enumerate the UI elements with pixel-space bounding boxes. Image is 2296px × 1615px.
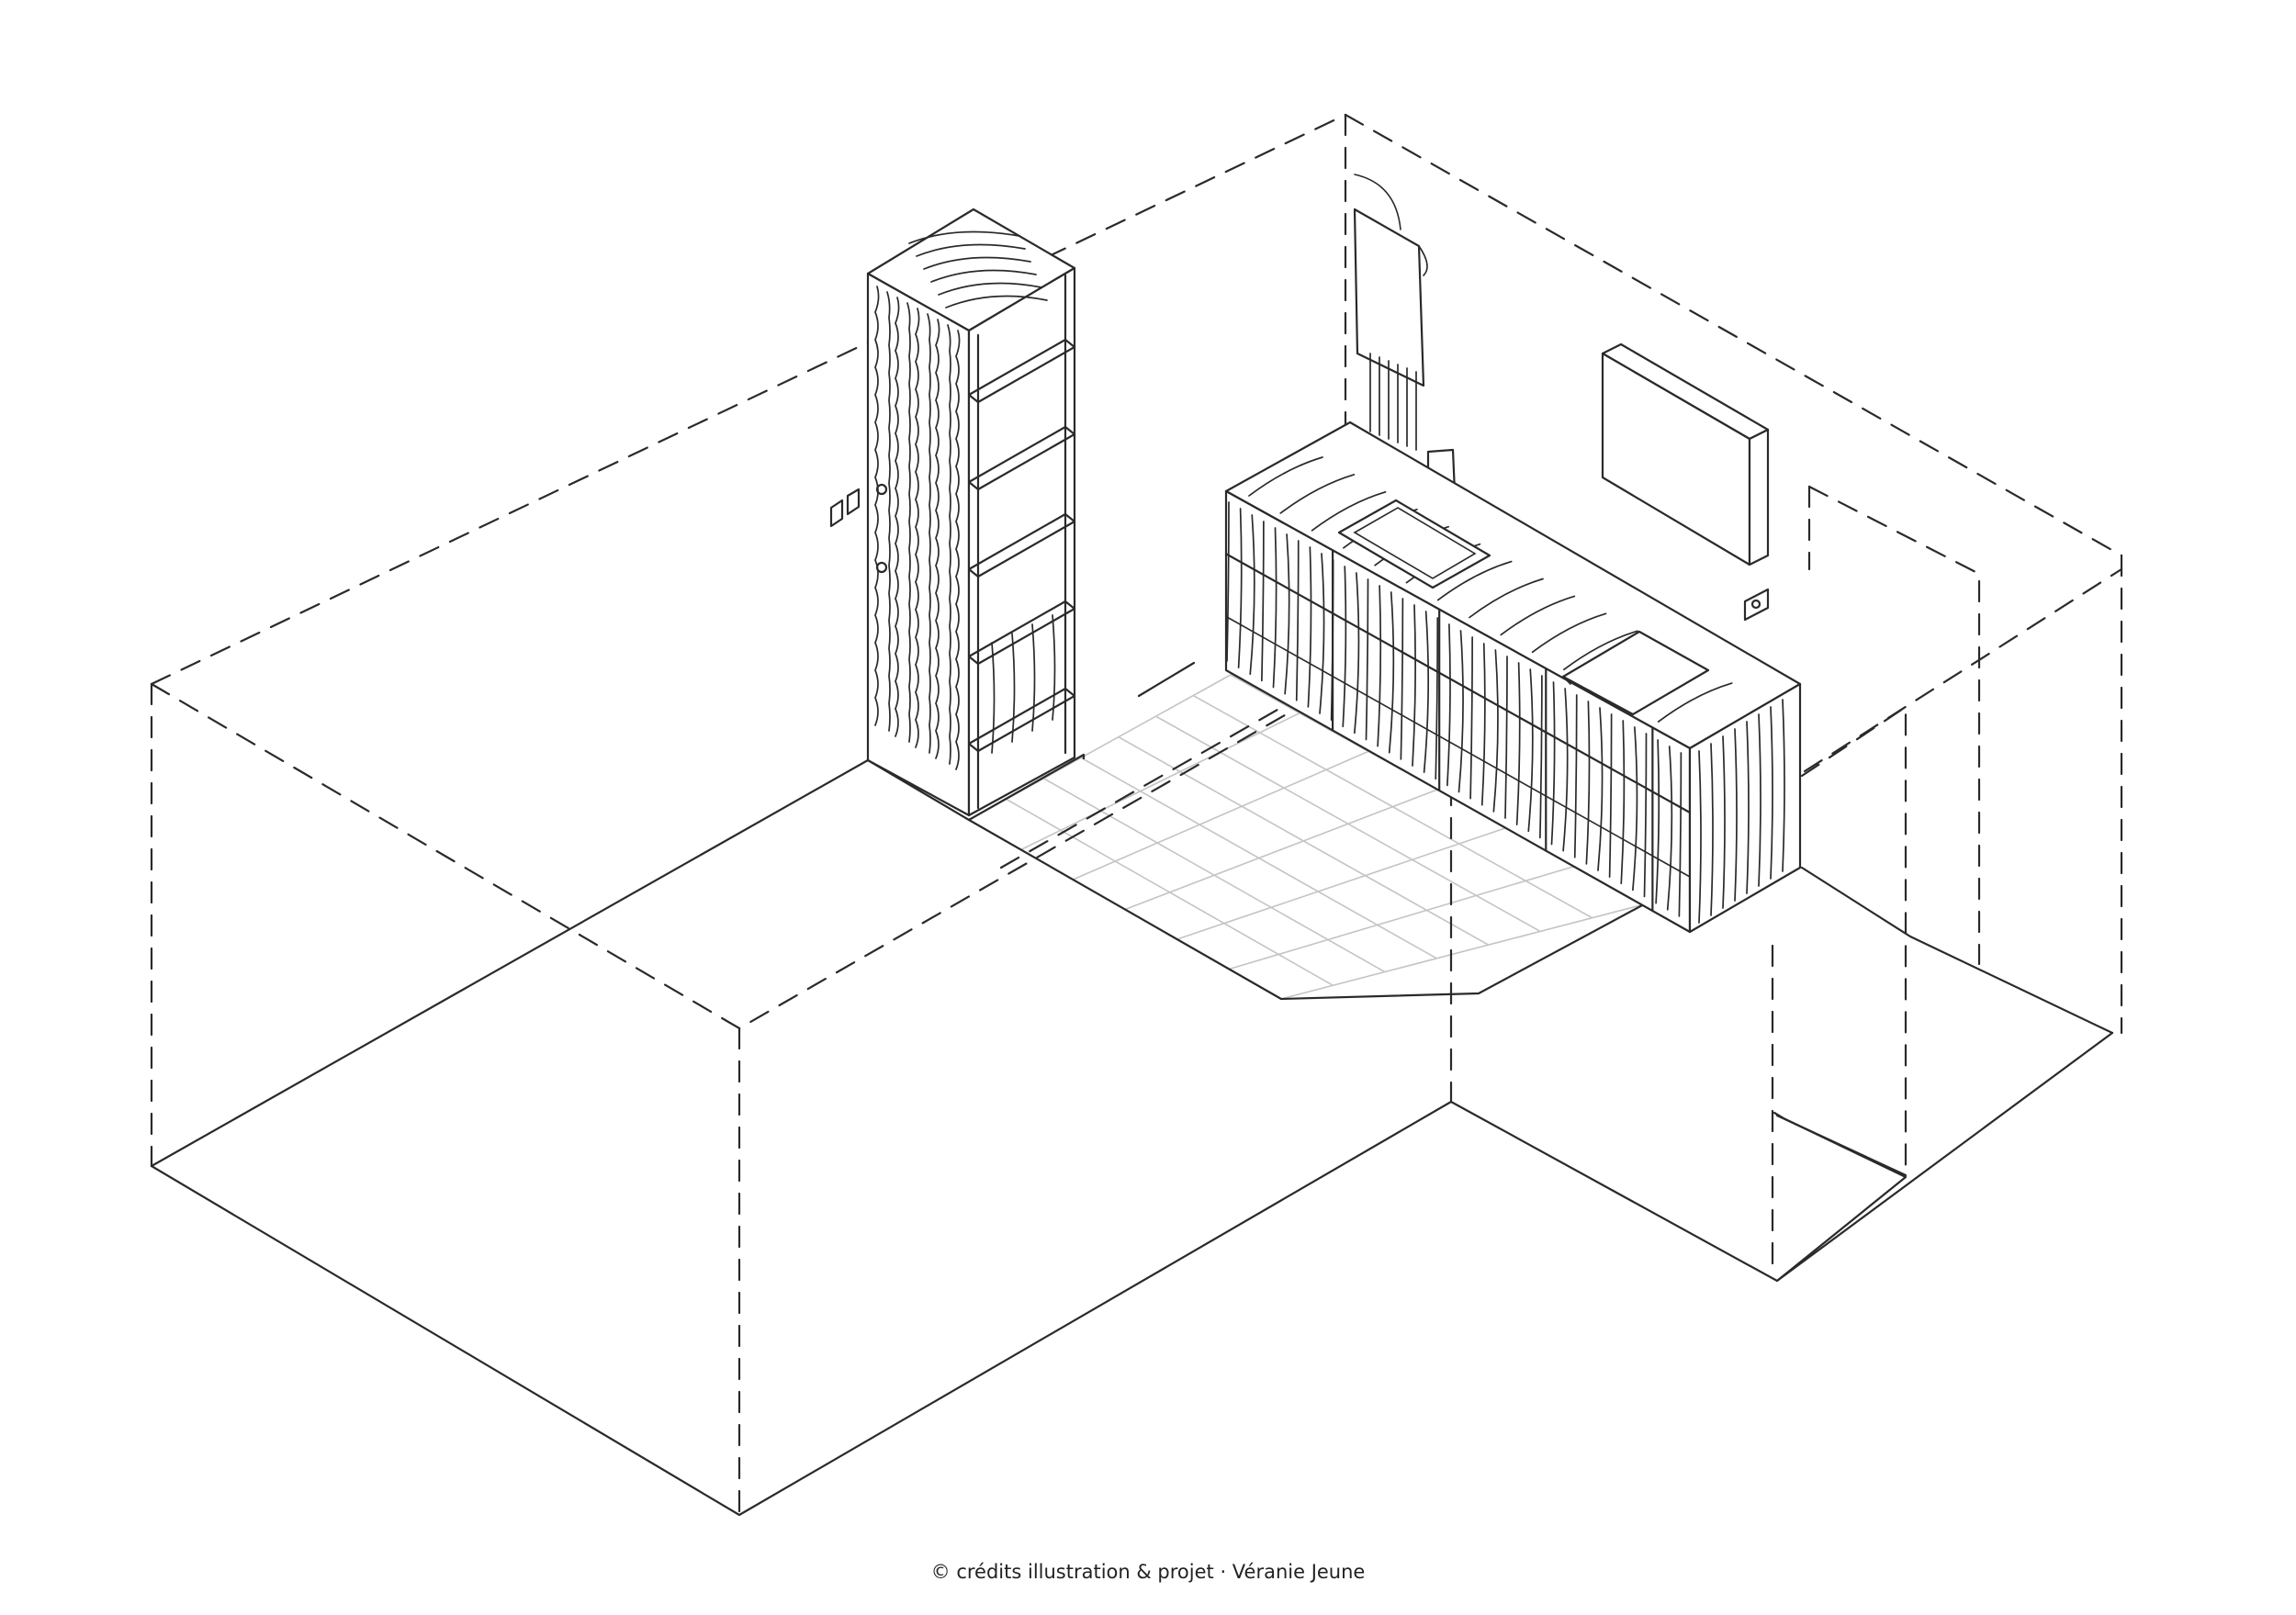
- floor-tile-line: [1176, 826, 1507, 940]
- wood-grain-line: [874, 286, 880, 726]
- wood-grain-line: [1608, 713, 1613, 878]
- wood-grain-line: [1458, 630, 1464, 793]
- wood-grain-line: [1249, 514, 1255, 676]
- wood-grain-line: [1527, 668, 1534, 833]
- wood-grain-line: [1261, 521, 1265, 682]
- wood-grain-line: [1248, 456, 1323, 497]
- wood-grain-line: [1758, 713, 1761, 887]
- wood-grain-line: [1388, 591, 1395, 754]
- wood-grain-line: [1469, 578, 1544, 619]
- wood-grain-line: [1500, 595, 1576, 636]
- wood-grain-line: [1643, 733, 1648, 898]
- wood-grain-line: [930, 269, 1037, 283]
- wood-grain-line: [1446, 623, 1451, 787]
- wood-grain-line: [1746, 721, 1750, 894]
- wood-grain-line: [1342, 566, 1347, 728]
- wood-grain-line: [1031, 623, 1036, 732]
- wood-grain-line: [938, 282, 1042, 296]
- floor-tile-line: [1280, 903, 1645, 1000]
- wood-grain-line: [1539, 675, 1543, 839]
- light-switch: [829, 488, 861, 528]
- room-outline: [150, 113, 2123, 1517]
- wood-grain-line: [1237, 508, 1243, 668]
- wood-grain-line: [1620, 720, 1626, 885]
- floor-tile-line: [1073, 750, 1369, 880]
- wood-grain-line: [1272, 527, 1277, 689]
- shelf: [967, 512, 1076, 578]
- wood-grain-line: [945, 295, 1048, 308]
- wood-grain-line: [1782, 699, 1785, 872]
- floor-tile-line: [1020, 712, 1300, 851]
- wood-grain-line: [906, 302, 911, 743]
- wood-grain-line: [923, 256, 1031, 270]
- floor-tile-line: [1124, 789, 1438, 911]
- shelf: [967, 425, 1076, 491]
- wood-grain-line: [1400, 598, 1404, 760]
- wood-grain-line: [1770, 706, 1773, 880]
- wood-grain-line: [1492, 649, 1499, 813]
- wood-grain-line: [1319, 553, 1325, 714]
- wood-grain-line: [927, 313, 931, 754]
- wood-grain-line: [1469, 636, 1473, 800]
- wood-grain-line: [1698, 750, 1702, 924]
- wood-grain-line: [1550, 681, 1556, 846]
- wood-grain-line: [1377, 585, 1382, 747]
- wood-grain-line: [1435, 617, 1439, 780]
- shelf: [967, 600, 1076, 666]
- wood-grain-line: [1531, 612, 1607, 654]
- wood-grain-line: [1563, 630, 1638, 671]
- wood-grain-line: [1722, 735, 1726, 909]
- credit-caption: © crédits illustration & projet · Vérani…: [930, 1561, 1366, 1583]
- wall-mirror: [1601, 342, 1770, 566]
- wood-grain-line: [935, 319, 940, 759]
- wood-grain-line: [895, 297, 900, 737]
- sink: [1337, 499, 1491, 589]
- wood-grain-line: [1657, 682, 1733, 723]
- wood-grain-line: [1632, 726, 1638, 892]
- wood-grain-line: [1295, 540, 1300, 701]
- drawer-divider: [1224, 553, 1692, 814]
- wood-grain-line: [1504, 656, 1508, 819]
- wood-grain-line: [1311, 491, 1387, 532]
- shelf: [967, 338, 1076, 404]
- wood-grain-line: [1226, 501, 1230, 662]
- wood-grain-line: [1480, 643, 1486, 806]
- wood-grain-line: [1354, 572, 1360, 735]
- wood-grain-line: [1279, 474, 1356, 514]
- wood-grain-line: [886, 291, 891, 732]
- wood-grain-line: [1666, 746, 1673, 911]
- wood-grain-line: [1412, 604, 1416, 767]
- wood-grain-line: [1597, 707, 1604, 871]
- wood-grain-line: [991, 642, 996, 754]
- floor-tile-line: [1229, 865, 1576, 970]
- wood-grain-line: [955, 330, 961, 770]
- wood-grain-line: [1655, 739, 1660, 904]
- wood-grain-line: [915, 308, 920, 748]
- wood-grain-line: [1562, 688, 1569, 852]
- cooktop: [1561, 630, 1710, 716]
- wood-grain-line: [1365, 578, 1369, 741]
- wood-grain-line: [1423, 611, 1430, 773]
- wood-grain-line: [1585, 701, 1591, 865]
- wood-grain-line: [908, 230, 1020, 244]
- floor-outline: [150, 661, 2114, 1517]
- wood-grain-line: [1011, 633, 1016, 743]
- wood-grain-line: [1710, 743, 1714, 916]
- wood-grain-line: [1734, 728, 1738, 902]
- wood-grain-line: [1573, 694, 1578, 858]
- wood-grain-line: [916, 243, 1026, 257]
- wood-grain-line: [1052, 614, 1056, 721]
- wall-outlet: [1743, 588, 1770, 622]
- wood-grain-line: [1284, 533, 1290, 695]
- wood-grain-line: [1330, 559, 1334, 721]
- wood-grain-line: [947, 324, 951, 765]
- wood-grain-line: [1307, 546, 1312, 708]
- wall-towel-rack: [1353, 174, 1428, 451]
- tall-shelving-unit: [866, 207, 1076, 817]
- drawer-divider: [1225, 615, 1691, 878]
- wood-grain-line: [1515, 662, 1521, 825]
- wood-grain-line: [1436, 560, 1513, 601]
- wood-grain-line: [1678, 752, 1683, 917]
